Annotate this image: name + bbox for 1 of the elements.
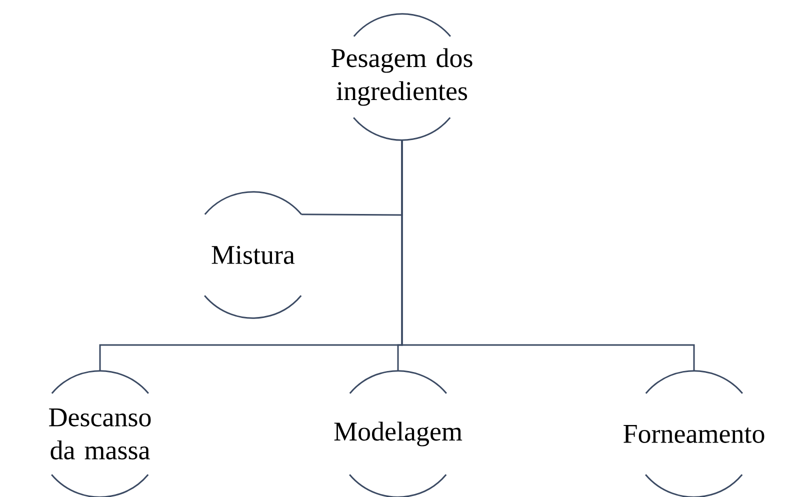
connector-line — [401, 140, 695, 371]
